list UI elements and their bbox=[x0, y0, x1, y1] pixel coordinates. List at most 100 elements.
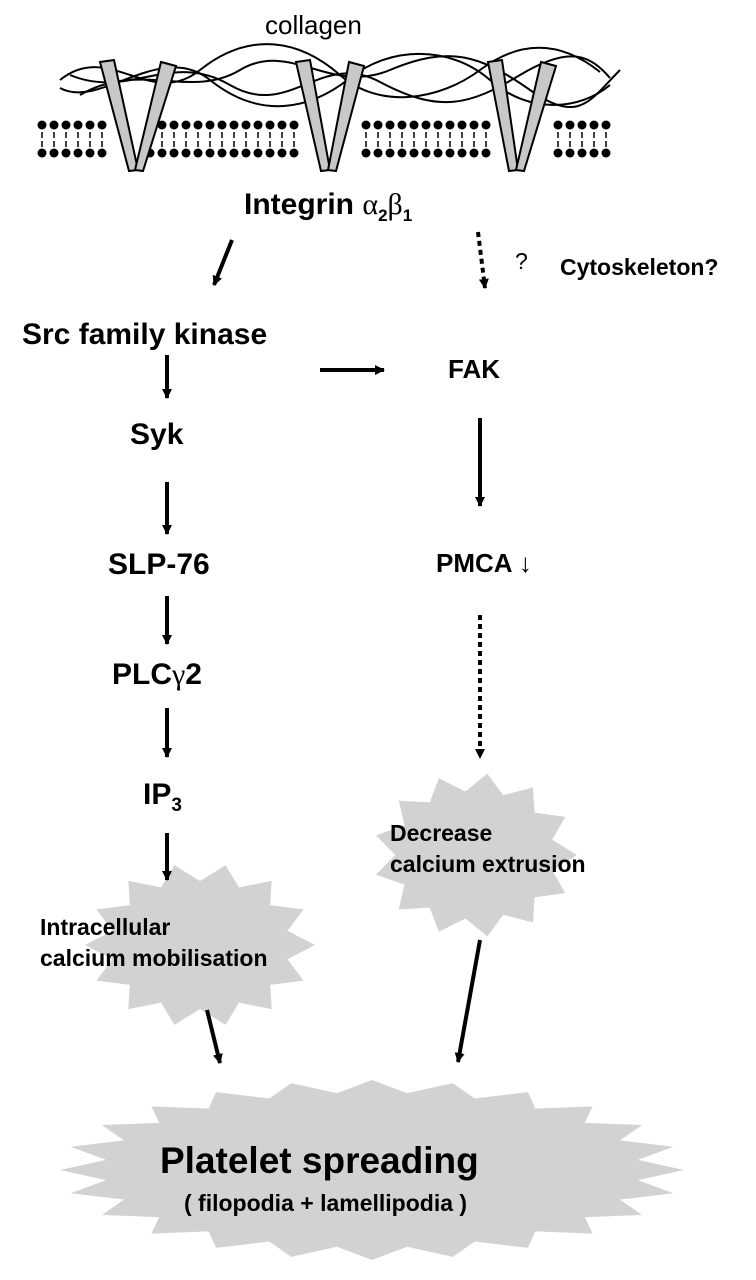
integrin-label: Integrin α2β1 bbox=[244, 188, 413, 225]
lipid-head bbox=[481, 148, 491, 158]
lipid-head bbox=[577, 120, 587, 130]
lipid-head bbox=[409, 120, 419, 130]
plc-gamma: γ bbox=[172, 658, 186, 691]
lipid-head bbox=[385, 120, 395, 130]
lipid-head bbox=[397, 120, 407, 130]
lipid-head bbox=[241, 120, 251, 130]
lipid-head bbox=[373, 120, 383, 130]
lipid-head bbox=[253, 120, 263, 130]
lipid-head bbox=[181, 148, 191, 158]
lipid-head bbox=[265, 120, 275, 130]
lipid-head bbox=[229, 120, 239, 130]
collagen-label: collagen bbox=[265, 10, 362, 40]
lipid-head bbox=[397, 148, 407, 158]
integrin-prefix: Integrin bbox=[244, 188, 354, 221]
lipid-head bbox=[85, 148, 95, 158]
lipid-head bbox=[193, 148, 203, 158]
platelet-spreading-label: Platelet spreading bbox=[160, 1140, 479, 1181]
decrease-calcium-burst bbox=[376, 773, 577, 937]
lipid-head bbox=[97, 148, 107, 158]
ip3-text: IP bbox=[143, 778, 172, 811]
lipid-head bbox=[421, 148, 431, 158]
ip3-sub: 3 bbox=[171, 795, 182, 816]
lipid-head bbox=[37, 148, 47, 158]
lipid-head bbox=[289, 120, 299, 130]
integrin-alpha-sub: 2 bbox=[378, 206, 388, 225]
question-mark: ? bbox=[515, 248, 528, 274]
lipid-head bbox=[49, 148, 59, 158]
lipid-head bbox=[277, 148, 287, 158]
lipid-head bbox=[157, 120, 167, 130]
lipid-head bbox=[373, 148, 383, 158]
lipid-head bbox=[217, 148, 227, 158]
plcgamma2-label: PLCγ2 bbox=[112, 660, 202, 690]
pmca-text: PMCA bbox=[436, 548, 512, 578]
lipid-head bbox=[181, 120, 191, 130]
arrows bbox=[162, 231, 489, 1064]
lipid-head bbox=[553, 148, 563, 158]
lipid-head bbox=[481, 120, 491, 130]
src-family-kinase-label: Src family kinase bbox=[22, 318, 268, 351]
lipid-head bbox=[421, 120, 431, 130]
slp76-label: SLP-76 bbox=[108, 548, 210, 581]
lipid-head bbox=[229, 148, 239, 158]
decrease-calcium-extrusion-label: Decrease calcium extrusion bbox=[390, 820, 586, 878]
lipid-head bbox=[205, 148, 215, 158]
integrin-receptors bbox=[98, 58, 558, 173]
platelet-spreading-burst bbox=[60, 1080, 684, 1260]
lipid-head bbox=[241, 148, 251, 158]
lipid-head bbox=[277, 120, 287, 130]
lipid-head bbox=[433, 120, 443, 130]
lipid-head bbox=[445, 120, 455, 130]
lipid-head bbox=[409, 148, 419, 158]
lipid-head bbox=[601, 120, 611, 130]
lipid-head bbox=[469, 120, 479, 130]
lipid-head bbox=[385, 148, 395, 158]
lipid-head bbox=[565, 120, 575, 130]
lipid-head bbox=[577, 148, 587, 158]
plc-suffix: 2 bbox=[185, 658, 202, 691]
lipid-head bbox=[205, 120, 215, 130]
lipid-head bbox=[37, 120, 47, 130]
lipid-head bbox=[361, 120, 371, 130]
lipid-head bbox=[433, 148, 443, 158]
lipid-head bbox=[565, 148, 575, 158]
lipid-head bbox=[265, 148, 275, 158]
lipid-head bbox=[253, 148, 263, 158]
fak-label: FAK bbox=[448, 354, 500, 384]
lipid-head bbox=[73, 148, 83, 158]
integrin-beta: β bbox=[387, 188, 403, 221]
lipid-head bbox=[73, 120, 83, 130]
arrow-integrin-to-src bbox=[212, 239, 234, 286]
lipid-head bbox=[85, 120, 95, 130]
lipid-head bbox=[169, 120, 179, 130]
integrin-alpha: α bbox=[362, 188, 379, 221]
pmca-label: PMCA ↓ bbox=[436, 550, 532, 576]
lipid-head bbox=[157, 148, 167, 158]
lipid-head bbox=[457, 148, 467, 158]
lipid-head bbox=[289, 148, 299, 158]
lipid-head bbox=[193, 120, 203, 130]
syk-label: Syk bbox=[130, 418, 184, 451]
lipid-head bbox=[61, 148, 71, 158]
intracellular-calcium-mobilisation-label: Intracellular calcium mobilisation bbox=[40, 914, 268, 972]
integrin-beta-sub: 1 bbox=[402, 206, 413, 225]
pmca-down-arrow: ↓ bbox=[518, 548, 532, 578]
lipid-bilayer bbox=[37, 120, 611, 158]
platelet-spreading-subtitle: ( filopodia + lamellipodia ) bbox=[184, 1190, 468, 1216]
arrow-intracellular-to-spreading bbox=[205, 1009, 223, 1064]
arrow-integrin-to-fak bbox=[476, 231, 489, 289]
lipid-head bbox=[589, 120, 599, 130]
lipid-head bbox=[217, 120, 227, 130]
lipid-head bbox=[61, 120, 71, 130]
lipid-head bbox=[553, 120, 563, 130]
plc-prefix: PLC bbox=[112, 658, 172, 691]
lipid-head bbox=[97, 120, 107, 130]
lipid-head bbox=[49, 120, 59, 130]
lipid-head bbox=[469, 148, 479, 158]
lipid-head bbox=[589, 148, 599, 158]
lipid-head bbox=[361, 148, 371, 158]
lipid-head bbox=[601, 148, 611, 158]
cytoskeleton-label: Cytoskeleton? bbox=[560, 254, 719, 280]
